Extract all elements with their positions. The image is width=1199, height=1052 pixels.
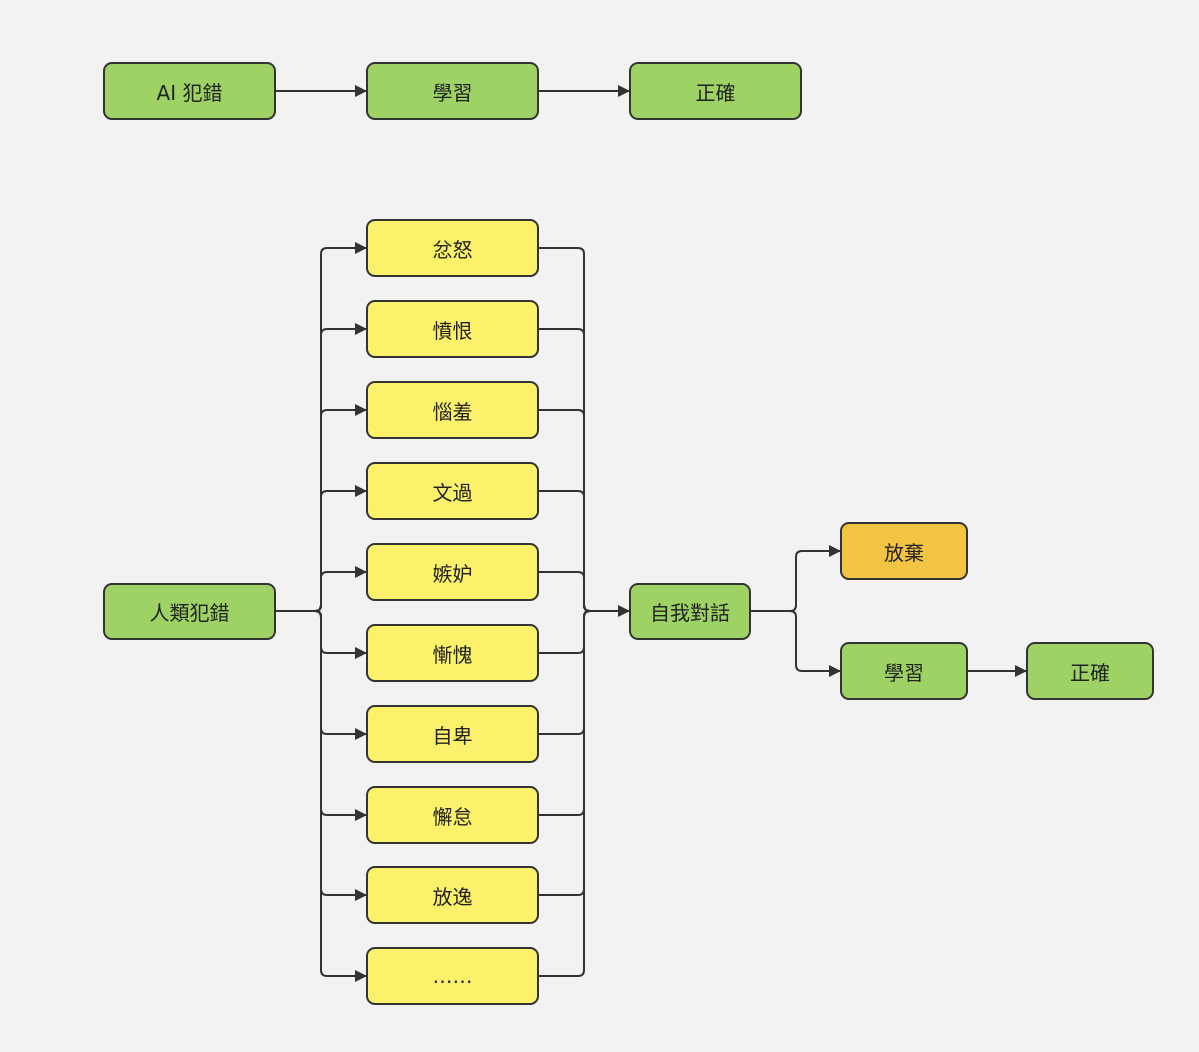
node-emotion-shame: 慚愧 [366, 624, 539, 682]
node-human-correct: 正確 [1026, 642, 1154, 700]
node-human-learn: 學習 [840, 642, 968, 700]
node-emotion-label: 自卑 [432, 723, 473, 748]
node-ai-mistake: AI 犯錯 [103, 62, 276, 120]
node-self-talk-label: 自我對話 [650, 601, 730, 625]
node-human-mistake: 人類犯錯 [103, 583, 276, 640]
node-emotion-label: 嫉妒 [432, 561, 473, 586]
node-top-learn: 學習 [366, 62, 539, 120]
node-self-talk: 自我對話 [629, 583, 751, 640]
node-emotion-embarrassment: 惱羞 [366, 381, 539, 439]
node-human-learn-label: 學習 [884, 660, 924, 685]
node-emotion-anger: 忿怒 [366, 219, 539, 277]
node-emotion-label: 憤恨 [432, 318, 473, 343]
edge-emotion-to-self-talk [539, 610, 629, 977]
node-top-correct-label: 正確 [695, 80, 736, 105]
node-top-correct: 正確 [629, 62, 802, 120]
node-emotion-jealousy: 嫉妒 [366, 543, 539, 601]
node-emotion-label: 懈怠 [432, 804, 473, 829]
node-ai-mistake-label: AI 犯錯 [156, 80, 223, 105]
node-emotion-label: 忿怒 [432, 237, 473, 262]
node-emotion-inferiority: 自卑 [366, 705, 539, 763]
edge-self-talk-to-give-up [751, 545, 841, 612]
node-emotion-label: 文過 [432, 480, 473, 505]
edge-emotion-to-self-talk [539, 571, 630, 617]
node-emotion-label: 惱羞 [432, 399, 473, 424]
edge-human-to-emotion [276, 566, 367, 612]
node-give-up-label: 放棄 [884, 540, 924, 565]
node-emotion-excuse: 文過 [366, 462, 539, 520]
node-emotion-resentment: 憤恨 [366, 300, 539, 358]
node-emotion-laziness: 懈怠 [366, 786, 539, 844]
node-emotion-label: …… [432, 964, 473, 988]
node-give-up: 放棄 [840, 522, 968, 580]
node-emotion-label: 放逸 [432, 884, 473, 909]
node-emotion-label: 慚愧 [432, 642, 473, 667]
node-emotion-ellipsis: …… [366, 947, 539, 1005]
edge-human-to-emotion [276, 610, 367, 982]
node-top-learn-label: 學習 [432, 80, 473, 105]
edge-self-talk-to-learn [751, 610, 841, 677]
node-human-correct-label: 正確 [1070, 660, 1110, 685]
node-emotion-indulgence: 放逸 [366, 866, 539, 924]
node-human-mistake-label: 人類犯錯 [149, 601, 230, 625]
